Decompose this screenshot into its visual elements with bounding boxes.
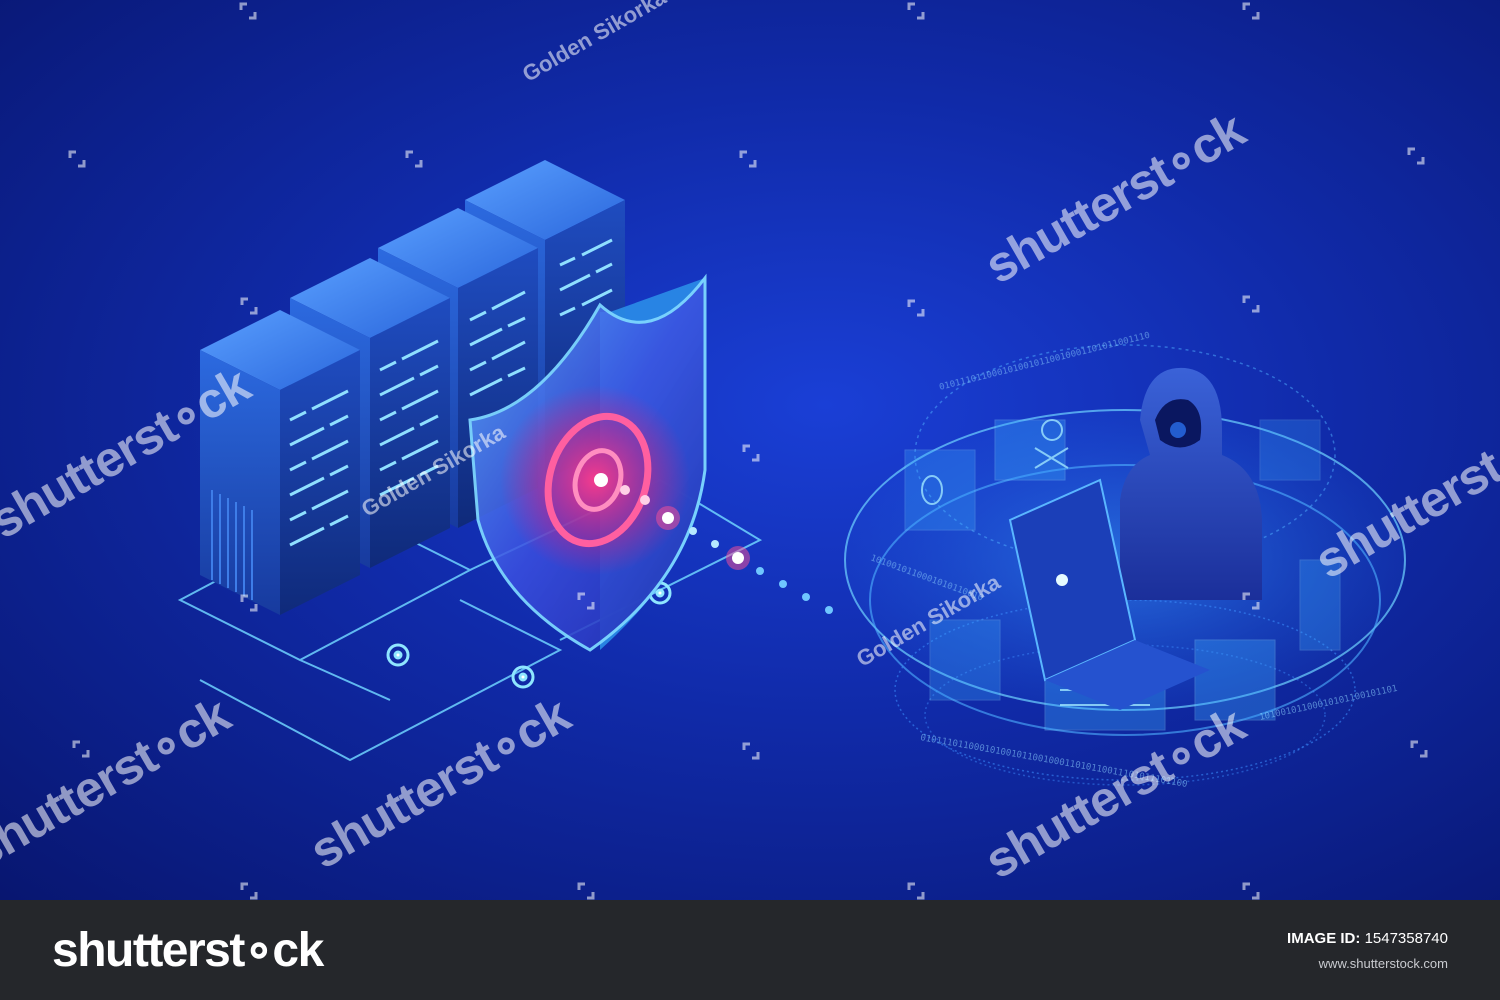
image-id-label: IMAGE ID: [1287, 930, 1361, 947]
site-url[interactable]: www.shutterstock.com [1318, 956, 1448, 971]
hacker-figure [1008, 367, 1262, 710]
security-shield [468, 273, 707, 652]
svg-text:10100101100010101100101101: 10100101100010101100101101 [1259, 684, 1399, 723]
image-id: IMAGE ID: 1547358740 [1287, 930, 1448, 947]
image-id-value: 1547358740 [1364, 930, 1448, 947]
illustration: 0101110110001010010110010001101011001110… [0, 0, 1500, 900]
cybersecurity-illustration: 0101110110001010010110010001101011001110… [177, 160, 1406, 790]
connection-dots [620, 485, 833, 614]
shutterstock-logo[interactable]: shutterst∘ck [52, 924, 324, 977]
svg-text:010111011000101001011001000110: 0101110110001010010110010001101011001110… [919, 733, 1188, 790]
server-rack-1 [200, 310, 360, 615]
svg-text:010111011000101001011001000110: 0101110110001010010110010001101011001110 [938, 331, 1151, 393]
footer-bar: shutterst∘ck IMAGE ID: 1547358740 www.sh… [0, 900, 1500, 1000]
